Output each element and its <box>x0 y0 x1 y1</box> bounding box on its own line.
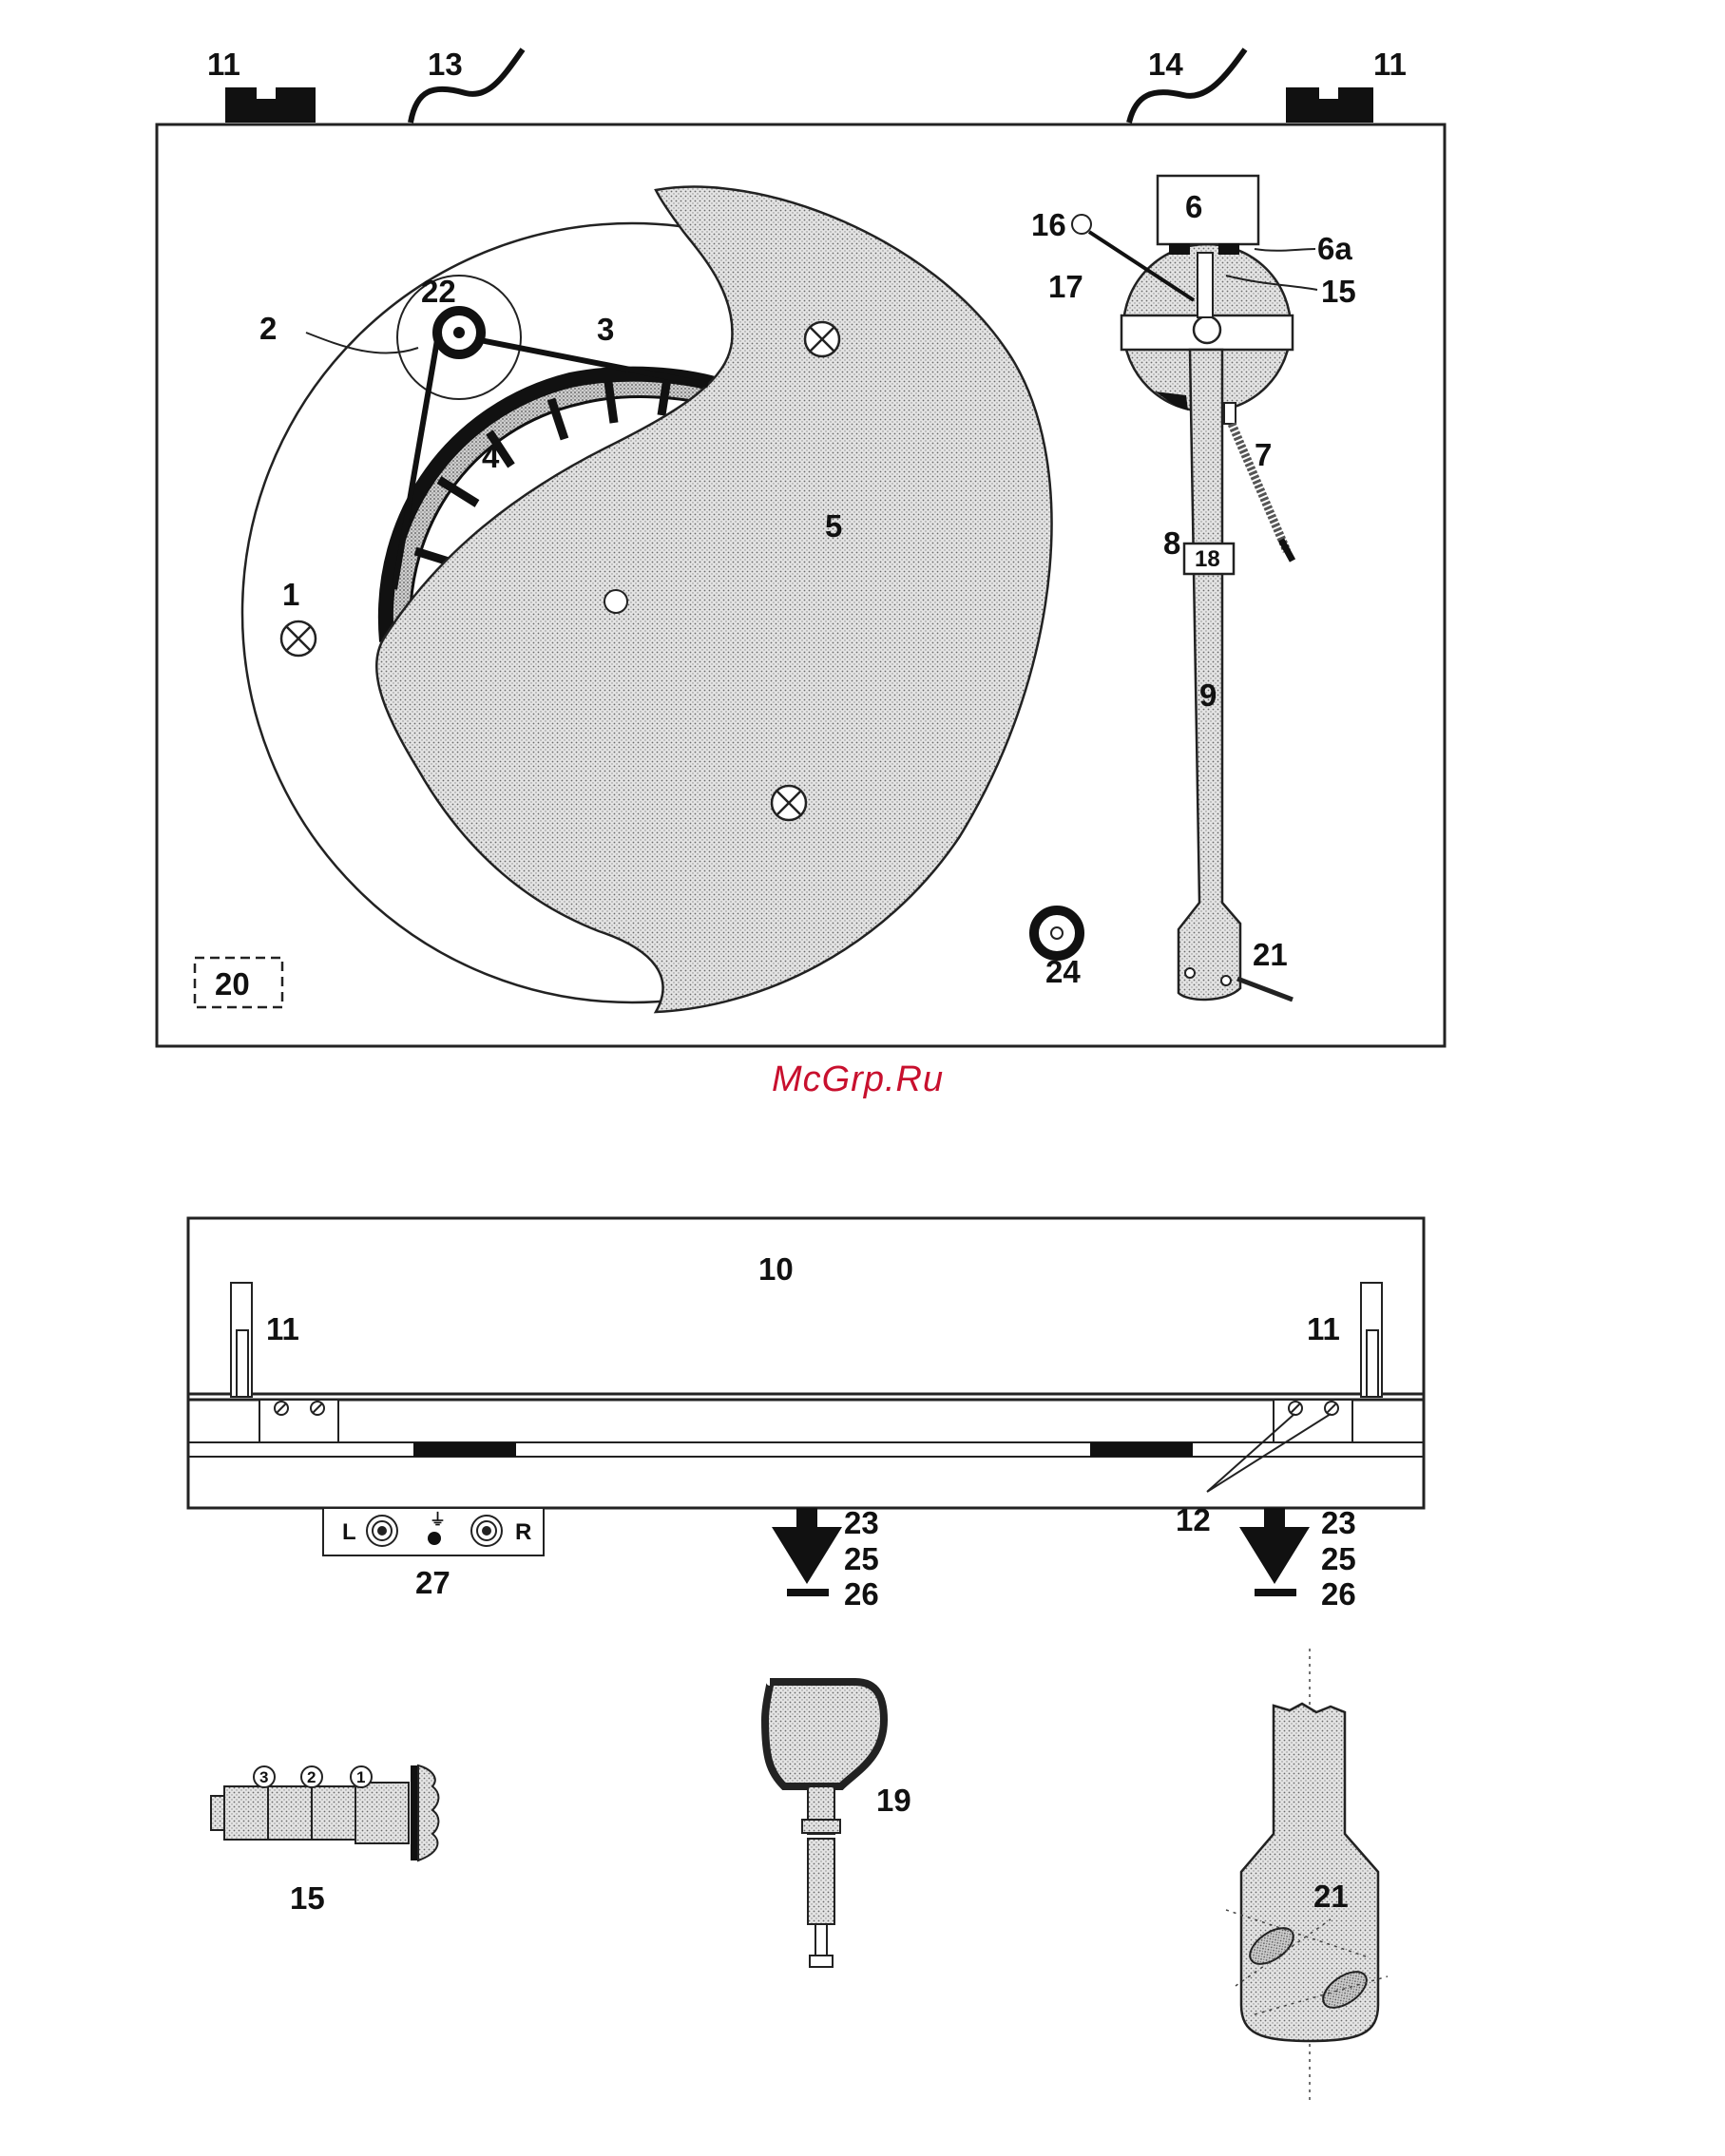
top-view: 11 11 13 14 <box>157 47 1445 1046</box>
label-18: 18 <box>1195 546 1220 572</box>
anti-skate-6a-right <box>1218 243 1239 255</box>
label-2: 2 <box>259 311 277 346</box>
label-1: 1 <box>282 577 299 612</box>
label-19: 19 <box>876 1783 911 1818</box>
label-20: 20 <box>215 966 250 1002</box>
key-tip-end <box>810 1956 833 1967</box>
rear-foot-left <box>225 87 316 123</box>
weight-segment-2 <box>268 1786 312 1840</box>
label-16: 16 <box>1031 207 1066 242</box>
label-15: 15 <box>1321 274 1356 309</box>
label-27: 27 <box>415 1565 450 1600</box>
tonearm-assembly <box>1072 176 1293 1000</box>
label-3: 3 <box>597 312 614 347</box>
label-12: 12 <box>1176 1502 1211 1537</box>
label-15-detail: 15 <box>290 1880 325 1916</box>
label-4: 4 <box>482 439 500 474</box>
label-10: 10 <box>758 1251 794 1287</box>
label-7: 7 <box>1255 437 1272 472</box>
hinge-screws <box>275 1402 1338 1415</box>
adapter-24-hole <box>1051 927 1063 939</box>
leader-6a <box>1255 249 1315 251</box>
weight-plate <box>411 1765 418 1860</box>
key-shaft <box>808 1839 834 1924</box>
plinth-side <box>188 1394 1424 1508</box>
weight-shaft-end <box>211 1796 224 1830</box>
marker-3: 3 <box>259 1768 268 1786</box>
marker-1: 1 <box>356 1768 365 1786</box>
label-21-detail: 21 <box>1313 1879 1349 1914</box>
key-tip <box>815 1924 827 1957</box>
detail-key-19: 19 <box>765 1682 911 1967</box>
label-23-left: 23 <box>844 1505 879 1540</box>
label-5: 5 <box>825 508 842 544</box>
key-handle <box>765 1682 884 1786</box>
foot-left <box>772 1508 842 1596</box>
pivot-17 <box>1194 316 1220 343</box>
label-22: 22 <box>421 274 456 309</box>
weight-segment-3 <box>224 1786 268 1840</box>
arm-tube-9 <box>1179 350 1240 1000</box>
label-26-right: 26 <box>1321 1576 1356 1612</box>
label-L: L <box>342 1519 356 1545</box>
ground-terminal <box>428 1532 441 1545</box>
label-11-side-right: 11 <box>1307 1311 1340 1346</box>
label-8: 8 <box>1163 525 1180 561</box>
weight-segment-1 <box>312 1786 355 1840</box>
label-25-right: 25 <box>1321 1541 1356 1576</box>
foot-right <box>1239 1508 1310 1596</box>
headshell-hole-a <box>1185 968 1195 978</box>
detail-weight-15: 3 2 1 15 <box>211 1765 438 1916</box>
side-view: 10 11 11 12 L R ⏚ <box>188 1218 1424 1612</box>
ground-symbol: ⏚ <box>430 1511 446 1529</box>
motor-lead <box>306 333 418 353</box>
marker-2: 2 <box>307 1768 316 1786</box>
watermark: McGrp.Ru <box>772 1059 944 1099</box>
label-11-side-left: 11 <box>266 1311 299 1346</box>
counterweight-6 <box>1158 176 1258 244</box>
label-R: R <box>515 1519 531 1545</box>
label-24: 24 <box>1045 954 1081 989</box>
pulley-center <box>453 327 465 338</box>
label-25-left: 25 <box>844 1541 879 1576</box>
headshell-hole-b <box>1221 976 1231 985</box>
rear-foot-right <box>1286 87 1373 123</box>
signal-cable-14 <box>1129 49 1245 123</box>
label-13: 13 <box>428 47 463 82</box>
anti-skate-weight-16 <box>1072 215 1091 234</box>
screw-1 <box>281 621 316 656</box>
damper-left <box>413 1442 516 1457</box>
spindle <box>604 590 627 613</box>
platter-5 <box>376 187 1051 1012</box>
label-23-right: 23 <box>1321 1505 1356 1540</box>
damper-right <box>1090 1442 1193 1457</box>
vta-post-15 <box>1198 253 1213 317</box>
label-11-top-left: 11 <box>207 47 240 82</box>
leader-12 <box>1207 1414 1331 1492</box>
label-21-top: 21 <box>1253 937 1288 972</box>
weight-knurl <box>418 1765 438 1860</box>
lift-lever-tip <box>1281 540 1293 561</box>
detail-headshell-21: 21 <box>1226 1649 1388 2100</box>
label-11-top-right: 11 <box>1373 47 1407 82</box>
label-14: 14 <box>1148 47 1183 82</box>
dust-cover-10 <box>188 1218 1424 1394</box>
key-collar <box>802 1820 840 1833</box>
label-9: 9 <box>1199 677 1217 713</box>
weight-body <box>355 1783 409 1843</box>
label-6a: 6a <box>1317 231 1352 266</box>
anti-skate-6a <box>1169 243 1190 255</box>
label-17: 17 <box>1048 269 1083 304</box>
hinge-plate-left <box>259 1400 338 1442</box>
lift-post-7 <box>1224 403 1236 424</box>
label-6: 6 <box>1185 189 1202 224</box>
finger-lift <box>1237 979 1293 1000</box>
label-26-left: 26 <box>844 1576 879 1612</box>
